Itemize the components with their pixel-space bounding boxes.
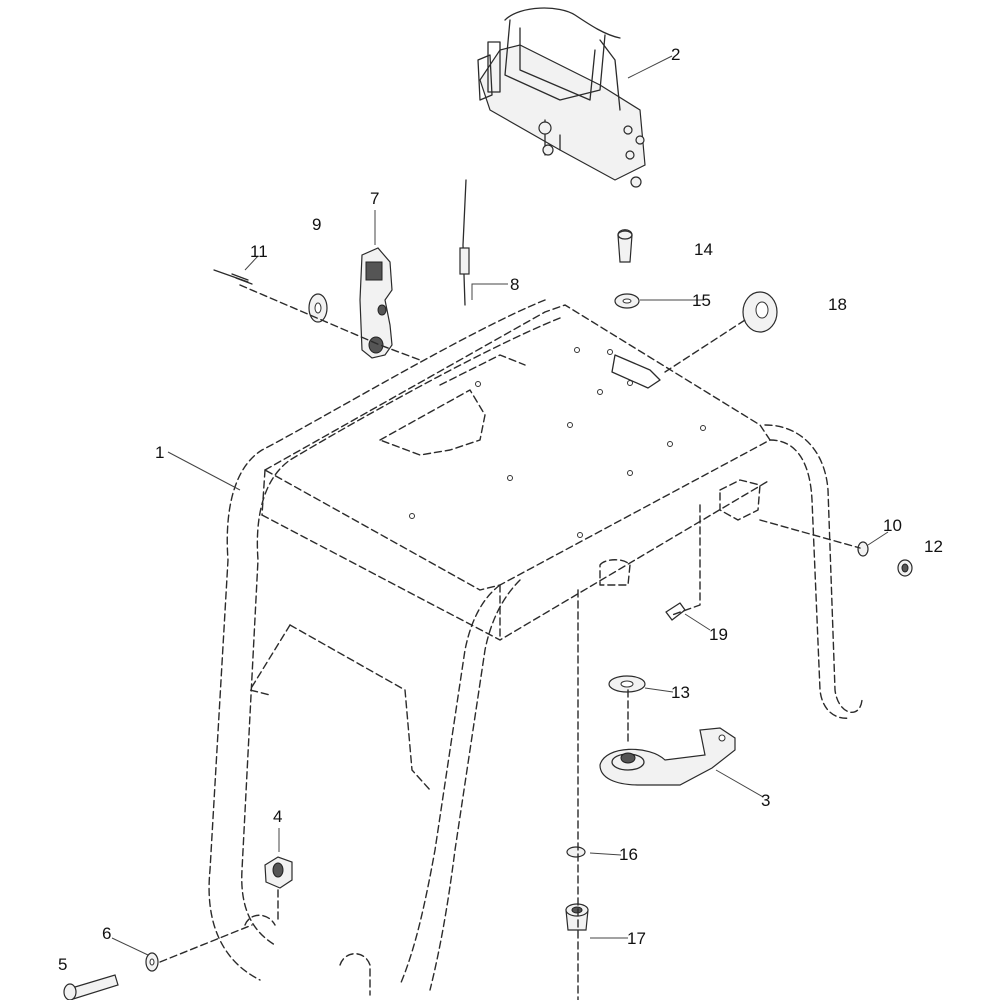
callout-9: 9 bbox=[312, 215, 321, 234]
callout-19: 19 bbox=[709, 625, 728, 644]
callout-15: 15 bbox=[692, 291, 711, 310]
part-16-spacer bbox=[566, 846, 586, 858]
part-15-washer bbox=[614, 293, 640, 309]
part-1-main-frame bbox=[208, 299, 863, 996]
part-19-clip bbox=[665, 602, 686, 621]
callout-11: 11 bbox=[250, 242, 268, 261]
callout-14: 14 bbox=[694, 240, 713, 259]
callout-17: 17 bbox=[627, 929, 646, 948]
part-5-bolt bbox=[63, 974, 119, 1000]
callout-4: 4 bbox=[273, 807, 282, 826]
callout-6: 6 bbox=[102, 924, 111, 943]
leader-lines bbox=[111, 55, 889, 956]
part-2-top-mount bbox=[477, 7, 646, 188]
callout-18: 18 bbox=[828, 295, 847, 314]
callout-12: 12 bbox=[924, 537, 943, 556]
part-13-washer bbox=[608, 675, 646, 693]
part-3-lever-arm bbox=[599, 727, 736, 786]
callout-13: 13 bbox=[671, 683, 690, 702]
part-10-washer bbox=[857, 541, 869, 557]
callout-16: 16 bbox=[619, 845, 638, 864]
callout-8: 8 bbox=[510, 275, 519, 294]
part-12-nut bbox=[897, 559, 913, 577]
callout-labels: 1 2 3 4 5 6 7 8 9 10 11 12 13 14 15 16 1… bbox=[58, 45, 943, 974]
part-17-bushing bbox=[565, 903, 589, 931]
part-18-grommet bbox=[742, 291, 778, 333]
part-7-latch-handle bbox=[359, 247, 393, 359]
callout-1: 1 bbox=[155, 443, 164, 462]
part-8-rod bbox=[459, 179, 470, 306]
callout-7: 7 bbox=[370, 189, 379, 208]
callout-10: 10 bbox=[883, 516, 902, 535]
callout-5: 5 bbox=[58, 955, 67, 974]
callout-3: 3 bbox=[761, 791, 770, 810]
callout-2: 2 bbox=[671, 45, 680, 64]
part-9-washer bbox=[308, 293, 328, 323]
part-4-clamp bbox=[264, 856, 293, 889]
part-11-spring-pin bbox=[213, 269, 253, 285]
assembly-axes bbox=[159, 284, 861, 1000]
part-14-plug bbox=[617, 229, 633, 263]
part-6-washer bbox=[145, 952, 159, 972]
